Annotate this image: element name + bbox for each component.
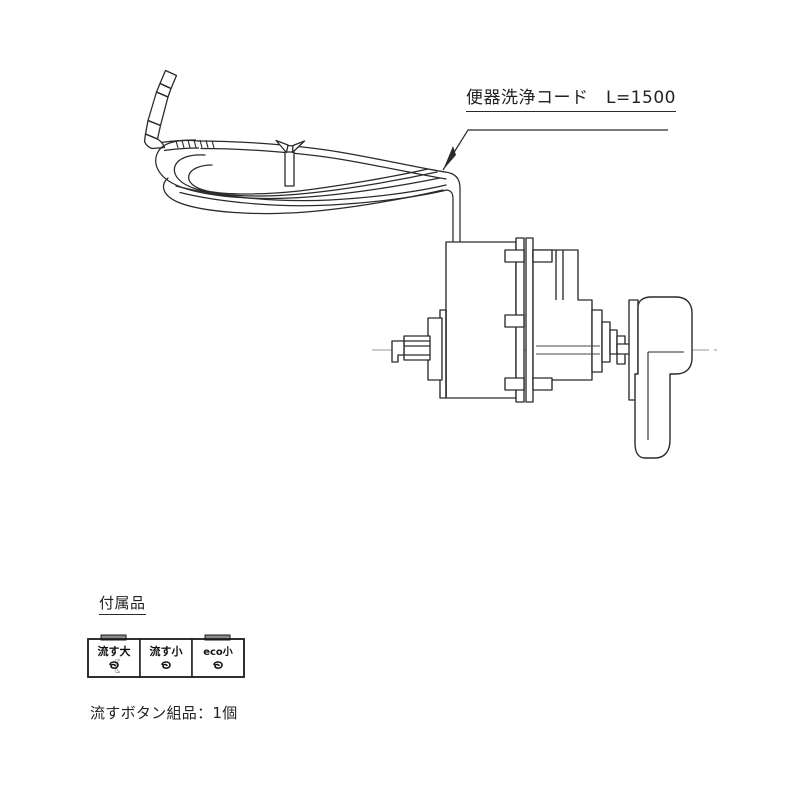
lever-handle xyxy=(634,296,693,459)
button-plate-frame xyxy=(87,638,245,678)
swirl-large-glyph xyxy=(109,661,119,669)
accessories-caption: 流すボタン組品：1個 xyxy=(90,704,238,722)
cord-length-label: 便器洗浄コード L=1500 xyxy=(466,89,676,112)
coiled-cord-icon xyxy=(155,139,461,251)
flush-button-assembly: 流す大 〖 流す小 eco小 xyxy=(87,634,245,678)
flush-button-eco-label: eco小 xyxy=(203,645,233,658)
swirl-small-glyph xyxy=(161,661,171,669)
flush-button-eco[interactable]: eco小 xyxy=(191,634,245,678)
accessories-heading: 付属品 xyxy=(99,595,146,615)
connector-plug-icon xyxy=(143,69,200,152)
leader-line xyxy=(442,129,668,171)
swirl-eco-glyph xyxy=(213,661,223,669)
flush-button-small[interactable]: 流す小 xyxy=(139,638,193,678)
flush-button-small-label: 流す小 xyxy=(150,644,183,658)
flush-valve-body xyxy=(391,237,639,403)
cable-tie-icon xyxy=(275,139,306,187)
leader-arrowhead-icon xyxy=(443,146,456,170)
spindle-section-detail xyxy=(536,345,600,355)
flush-button-large-label: 流す大 xyxy=(98,644,131,658)
flush-button-large[interactable]: 流す大 〖 xyxy=(87,634,141,678)
